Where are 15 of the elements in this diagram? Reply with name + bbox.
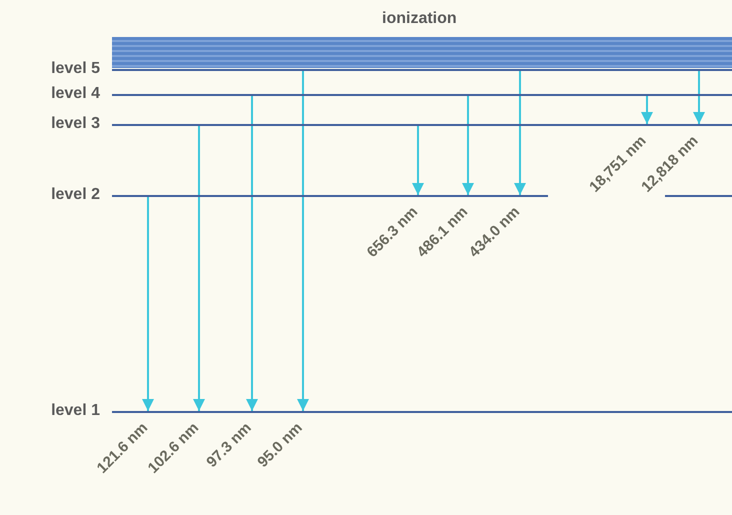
transition-arrow xyxy=(297,71,309,411)
level-label: level 3 xyxy=(51,115,100,133)
transition-arrow xyxy=(514,71,526,195)
transition-arrow xyxy=(193,126,205,411)
band-heading: ionization xyxy=(382,10,457,28)
transition-arrow xyxy=(641,96,653,124)
transition-arrow xyxy=(462,96,474,195)
transition-arrow xyxy=(246,96,258,411)
transition-arrow xyxy=(693,71,705,124)
level-label: level 1 xyxy=(51,402,100,420)
level-label: level 5 xyxy=(51,60,100,78)
transition-arrow xyxy=(142,197,154,411)
transition-arrow xyxy=(412,126,424,195)
level-label: level 2 xyxy=(51,186,100,204)
level-label: level 4 xyxy=(51,85,100,103)
